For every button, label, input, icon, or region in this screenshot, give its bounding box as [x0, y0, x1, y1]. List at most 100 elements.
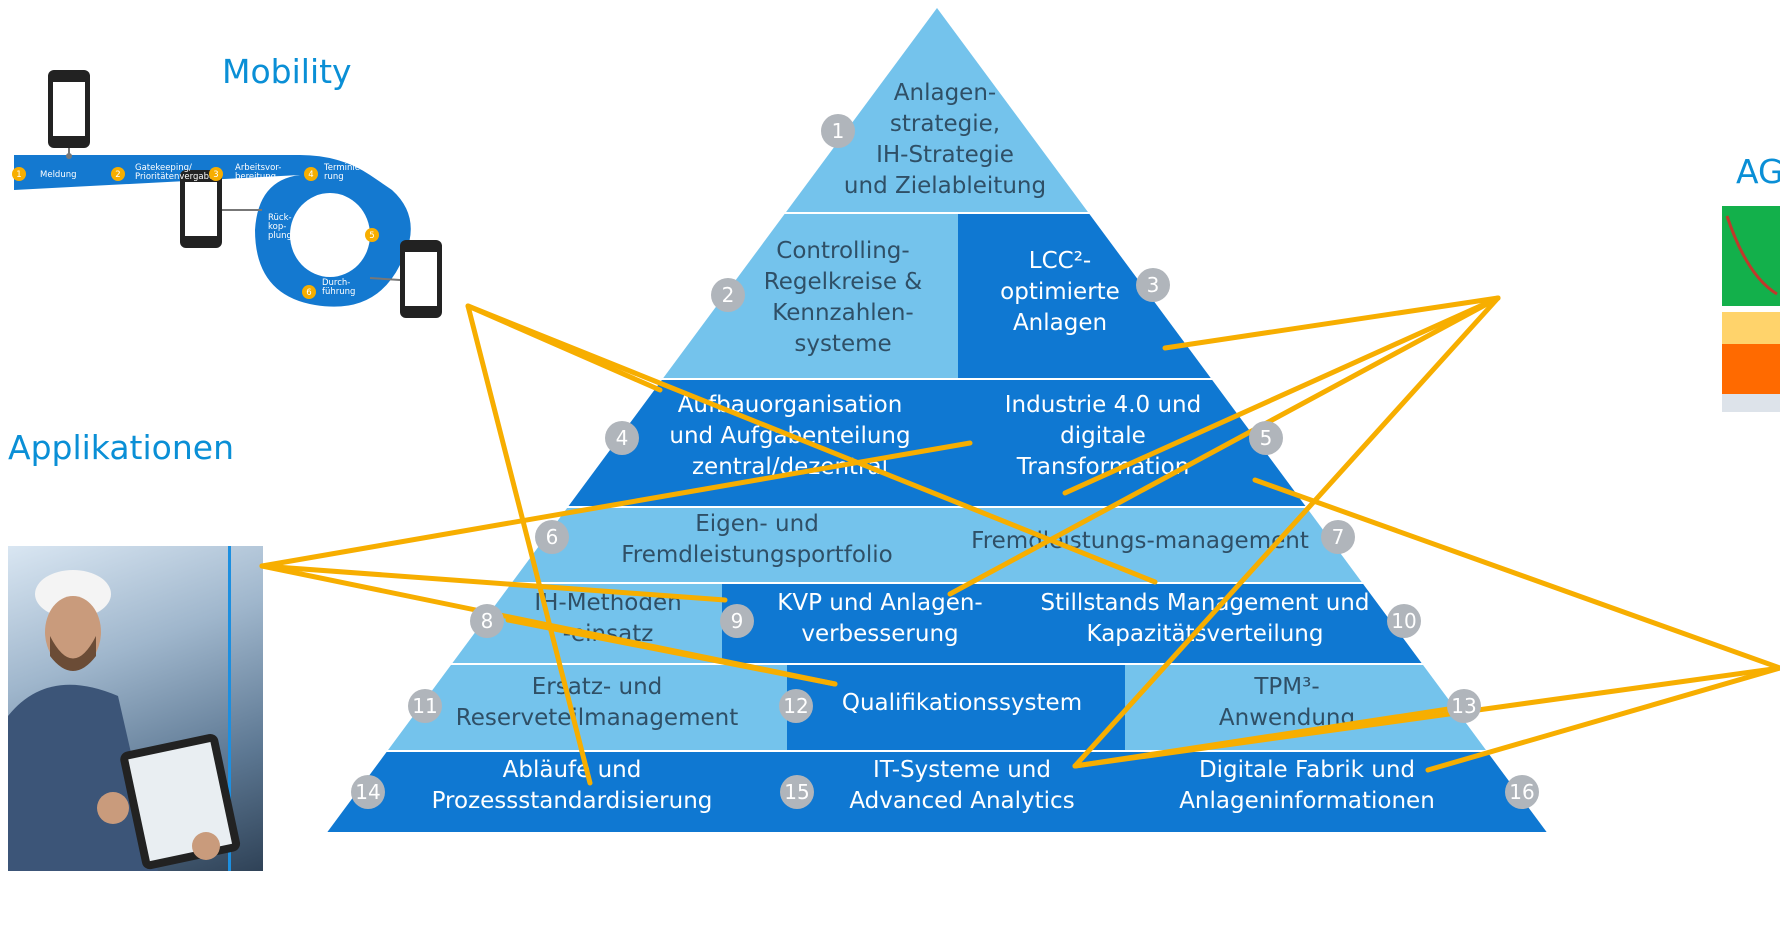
svg-text:6: 6: [546, 525, 559, 549]
pyramid-badge-15: 15: [780, 775, 814, 809]
connector-line: [1252, 477, 1780, 671]
svg-text:6: 6: [306, 288, 311, 298]
pyramid-badge-5: 5: [1249, 421, 1283, 455]
pyramid-badge-14: 14: [351, 775, 385, 809]
pyramid-badge-6: 6: [535, 520, 569, 554]
pyramid-badge-4: 4: [605, 421, 639, 455]
svg-text:13: 13: [1451, 694, 1476, 718]
connector-line: [259, 440, 973, 569]
svg-text:3: 3: [1147, 273, 1160, 297]
pyramid-badge-9: 9: [720, 604, 754, 638]
connector-line: [947, 295, 1501, 597]
pyramid-cell-10: [1015, 584, 1422, 663]
svg-text:2: 2: [115, 170, 120, 180]
pyramid-badge-11: 11: [408, 689, 442, 723]
svg-text:1: 1: [832, 119, 845, 143]
svg-text:4: 4: [308, 170, 313, 180]
connector-line: [1425, 665, 1780, 773]
pyramid-cell-13: [1125, 665, 1486, 750]
pyramid-cell-label-13: TPM³-Anwendung: [1219, 674, 1355, 731]
pyramid-cell-2: [663, 214, 958, 378]
pyramid-cell-5: [958, 380, 1306, 506]
engineer-tablet-photo: [8, 546, 263, 871]
connector-line: [465, 303, 1158, 585]
pyramid-badge-7: 7: [1321, 520, 1355, 554]
svg-text:Terminie-rung: Terminie-rung: [323, 163, 363, 182]
pyramid-badge-2: 2: [711, 278, 745, 312]
pyramid-cell-1: [786, 8, 1088, 212]
svg-text:7: 7: [1332, 525, 1345, 549]
process-ring-hole: [290, 193, 370, 277]
svg-text:15: 15: [784, 780, 809, 804]
svg-text:4: 4: [616, 426, 629, 450]
svg-text:10: 10: [1391, 609, 1416, 633]
pyramid-cell-8: [452, 584, 722, 663]
mobility-step-2: 2 Gatekeeping/Prioritätenvergabe: [111, 163, 214, 182]
svg-text:12: 12: [783, 694, 808, 718]
connector-line: [465, 303, 593, 786]
pyramid-badge-12: 12: [779, 689, 813, 723]
applikationen-title: Applikationen: [8, 428, 234, 467]
svg-text:2: 2: [722, 283, 735, 307]
svg-text:8: 8: [481, 609, 494, 633]
pyramid-cell-label-12: Qualifikationssystem: [842, 690, 1082, 716]
svg-text:Meldung: Meldung: [40, 170, 77, 180]
svg-text:Durch-führung: Durch-führung: [322, 278, 355, 297]
pyramid-cell-9: [722, 584, 1015, 663]
svg-text:14: 14: [355, 780, 380, 804]
pyramid-badge-10: 10: [1387, 604, 1421, 638]
pyramid-cell-6: [512, 508, 958, 582]
pyramid-badge-16: 16: [1505, 775, 1539, 809]
svg-text:3: 3: [213, 170, 218, 180]
pyramid-badge-3: 3: [1136, 268, 1170, 302]
connector-line: [259, 563, 728, 603]
svg-text:16: 16: [1509, 780, 1534, 804]
pyramid-badge-1: 1: [821, 114, 855, 148]
smartphone-icon: [369, 240, 442, 318]
smartphone-icon: [48, 70, 90, 159]
connector-line: [1162, 295, 1501, 351]
smartphone-icon: [180, 170, 262, 248]
mobility-feedback-label: Rück-kop-plung: [268, 213, 292, 241]
ag-title: AG: [1736, 152, 1780, 191]
ag-dashboard-thumbnail: [1722, 206, 1780, 412]
mobility-step-3: 3 Arbeitsvor-bereitung: [209, 163, 281, 182]
pyramid-cell-15: [787, 752, 1125, 832]
connector-line: [1072, 295, 1501, 769]
mobility-step-6: 6 Durch-führung: [302, 278, 355, 299]
svg-text:1: 1: [16, 170, 21, 180]
pyramid-cell-11: [388, 665, 787, 750]
mobility-title: Mobility: [222, 52, 352, 91]
pyramid-cell-label-7: Fremdleistungs-management: [971, 528, 1309, 554]
svg-text:11: 11: [412, 694, 437, 718]
svg-text:9: 9: [731, 609, 744, 633]
mobility-step-5: 5: [365, 228, 379, 242]
pyramid-cell-label-2: Controlling-Regelkreise &Kennzahlen-syst…: [764, 238, 922, 357]
pyramid-cell-16: [1125, 752, 1547, 832]
svg-text:Arbeitsvor-bereitung: Arbeitsvor-bereitung: [235, 163, 281, 182]
connector-line: [1072, 705, 1458, 769]
connector-line: [1062, 295, 1501, 496]
pyramid-cell-12: [787, 665, 1125, 750]
mobility-step-1: 1 Meldung: [12, 167, 77, 181]
pyramid-cell-4: [568, 380, 958, 506]
mobility-step-4: 4 Terminie-rung: [304, 163, 363, 182]
pyramid-cell-14: [327, 752, 787, 832]
svg-text:5: 5: [369, 231, 374, 241]
pyramid-badge-13: 13: [1447, 689, 1481, 723]
pyramid-badge-8: 8: [470, 604, 504, 638]
svg-text:5: 5: [1260, 426, 1273, 450]
pyramid-cell-3: [958, 214, 1211, 378]
svg-text:Gatekeeping/Prioritätenvergabe: Gatekeeping/Prioritätenvergabe: [135, 163, 214, 182]
